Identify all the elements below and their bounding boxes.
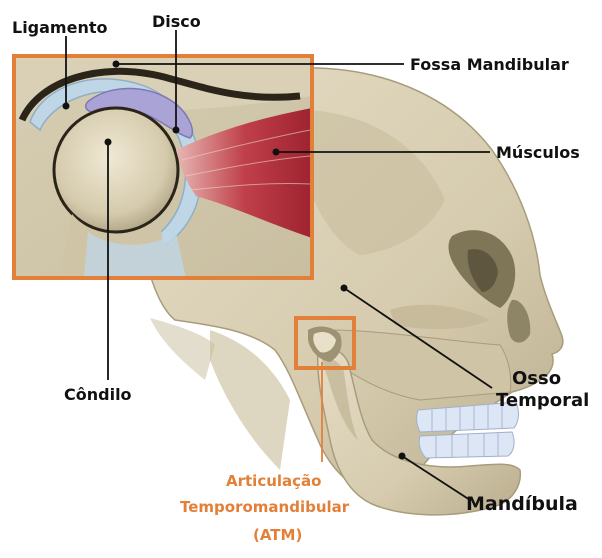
label-musculos: Músculos bbox=[496, 143, 580, 162]
label-atm-line2: Temporomandibular bbox=[180, 498, 350, 516]
label-fossa-mandibular: Fossa Mandibular bbox=[410, 55, 569, 74]
label-atm-line3: (ATM) bbox=[253, 526, 302, 544]
label-condilo: Côndilo bbox=[64, 385, 132, 404]
label-atm-line1: Articulação bbox=[226, 472, 321, 490]
condyle bbox=[54, 108, 178, 232]
label-ligamento: Ligamento bbox=[12, 18, 107, 37]
label-osso-temporal-line1: Osso bbox=[512, 368, 561, 389]
label-disco: Disco bbox=[152, 12, 201, 31]
zoom-inset bbox=[14, 56, 312, 278]
label-osso-temporal-line2: Temporal bbox=[496, 390, 589, 411]
label-mandibula: Mandíbula bbox=[466, 493, 578, 515]
